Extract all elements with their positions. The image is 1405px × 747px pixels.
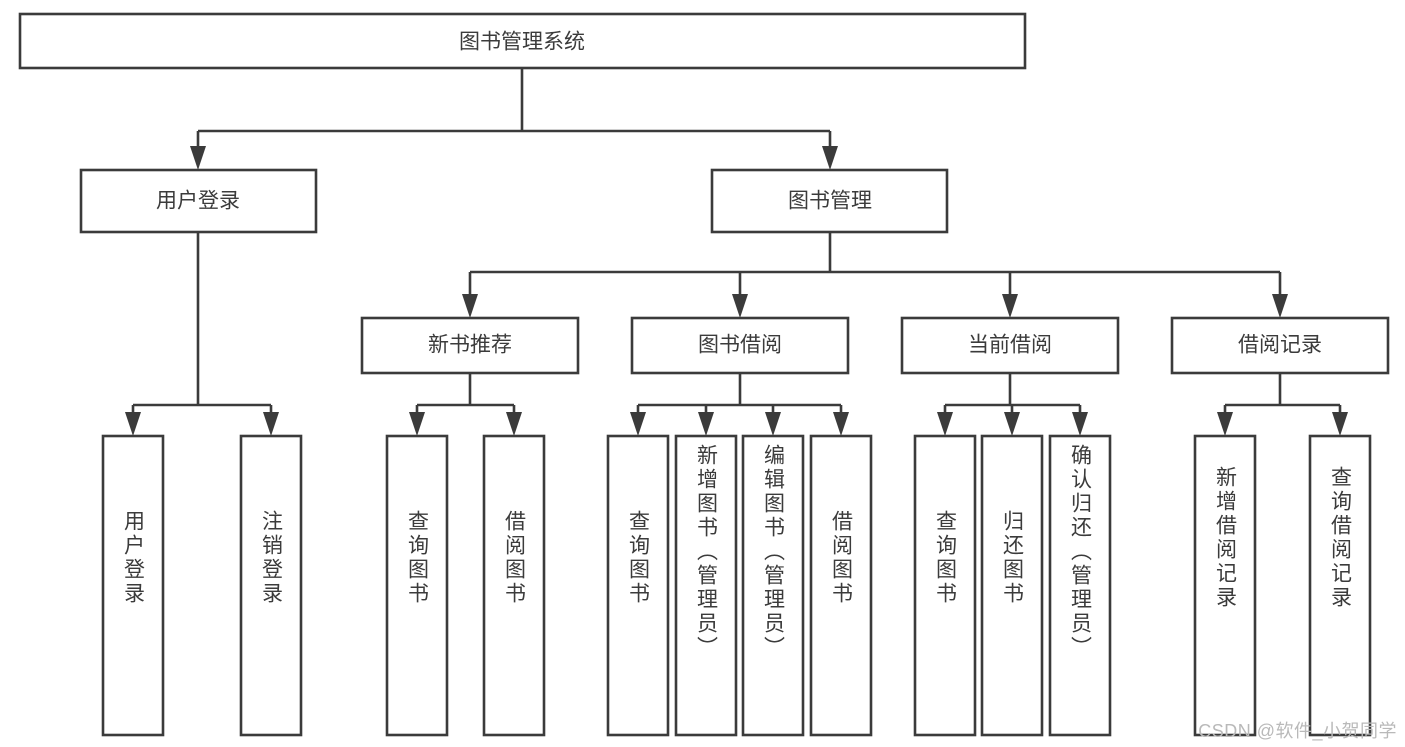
connector-group-root <box>190 68 838 170</box>
node-root-box[interactable] <box>18 12 1027 70</box>
arrow-current-to-leaf9 <box>937 412 953 436</box>
connector-group-newbook <box>409 373 522 436</box>
connector-group-record <box>1217 373 1348 436</box>
node-leaf1-box[interactable] <box>101 434 165 737</box>
arrow-current-to-leaf10 <box>1004 412 1020 436</box>
connector-group-bookmgmt <box>462 232 1288 318</box>
connector-group-borrow <box>630 373 849 436</box>
arrow-root-to-bookmgmt <box>822 146 838 170</box>
node-login-label: 用户登录 <box>156 190 240 213</box>
node-current-box[interactable] <box>900 316 1120 375</box>
node-bookmgmt[interactable]: 图书管理 <box>710 168 949 234</box>
node-root[interactable]: 图书管理系统 <box>18 12 1027 70</box>
arrow-record-to-leaf12 <box>1217 412 1233 436</box>
connector-group-current <box>937 373 1088 436</box>
node-leaf8-box[interactable] <box>809 434 873 737</box>
node-newbook[interactable]: 新书推荐 <box>360 316 580 375</box>
node-borrow[interactable]: 图书借阅 <box>630 316 850 375</box>
node-leaf11-box[interactable] <box>1048 434 1112 737</box>
arrow-newbook-to-leaf3 <box>409 412 425 436</box>
arrow-bookmgmt-to-record <box>1272 294 1288 318</box>
node-newbook-box[interactable] <box>360 316 580 375</box>
node-leaf9-box[interactable] <box>913 434 977 737</box>
arrow-bookmgmt-to-current <box>1002 294 1018 318</box>
node-login-box[interactable] <box>79 168 318 234</box>
arrow-borrow-to-leaf6 <box>698 412 714 436</box>
connector-group-login <box>125 232 279 436</box>
node-current-label: 当前借阅 <box>968 334 1052 357</box>
node-record-box[interactable] <box>1170 316 1390 375</box>
node-leaf12-box[interactable] <box>1193 434 1257 737</box>
node-current[interactable]: 当前借阅 <box>900 316 1120 375</box>
node-leaf2-box[interactable] <box>239 434 303 737</box>
arrow-newbook-to-leaf4 <box>506 412 522 436</box>
node-login[interactable]: 用户登录 <box>79 168 318 234</box>
arrow-bookmgmt-to-borrow <box>732 294 748 318</box>
arrow-login-to-leaf1 <box>125 412 141 436</box>
arrow-root-to-login <box>190 146 206 170</box>
arrow-record-to-leaf13 <box>1332 412 1348 436</box>
arrow-borrow-to-leaf8 <box>833 412 849 436</box>
arrow-login-to-leaf2 <box>263 412 279 436</box>
node-leaf5-box[interactable] <box>606 434 670 737</box>
node-leaf7-box[interactable] <box>741 434 805 737</box>
node-leaf13-box[interactable] <box>1308 434 1372 737</box>
node-leaf6-box[interactable] <box>674 434 738 737</box>
arrow-borrow-to-leaf5 <box>630 412 646 436</box>
node-bookmgmt-label: 图书管理 <box>788 190 872 213</box>
node-bookmgmt-box[interactable] <box>710 168 949 234</box>
node-record[interactable]: 借阅记录 <box>1170 316 1390 375</box>
node-record-label: 借阅记录 <box>1238 334 1322 357</box>
arrow-borrow-to-leaf7 <box>765 412 781 436</box>
node-newbook-label: 新书推荐 <box>428 334 512 357</box>
node-leaf10-box[interactable] <box>980 434 1044 737</box>
arrow-bookmgmt-to-newbook <box>462 294 478 318</box>
node-leaf4-box[interactable] <box>482 434 546 737</box>
node-leaf3-box[interactable] <box>385 434 449 737</box>
arrow-current-to-leaf11 <box>1072 412 1088 436</box>
node-borrow-label: 图书借阅 <box>698 334 782 357</box>
node-root-label: 图书管理系统 <box>459 31 585 54</box>
node-borrow-box[interactable] <box>630 316 850 375</box>
